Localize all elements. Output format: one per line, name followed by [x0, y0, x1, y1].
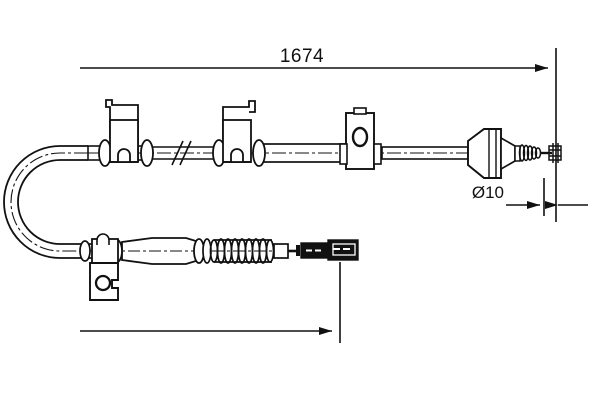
break-symbol [171, 140, 192, 166]
mounting-bracket-with-hole [339, 107, 382, 170]
overall-length-dimension [80, 48, 557, 222]
diameter-label: Ø10 [472, 183, 504, 202]
lower-branch-dimension [80, 262, 341, 343]
flat-end-connector [296, 239, 359, 261]
clip-bracket-middle [222, 100, 256, 163]
conical-rubber-boot [467, 128, 516, 179]
spring-end-collar [273, 243, 297, 259]
clip-bracket-left [105, 99, 139, 163]
lower-mounting-bracket [89, 233, 119, 301]
threaded-end-fitting [514, 143, 562, 163]
bend-centerline [10, 152, 88, 252]
diameter-dimension [506, 178, 588, 216]
cable-ferrules [98, 139, 266, 167]
upper-cable-run [87, 139, 470, 167]
u-bend-section [3, 145, 88, 259]
coil-spring-sleeve [209, 238, 275, 264]
overall-length-label: 1674 [280, 46, 324, 67]
